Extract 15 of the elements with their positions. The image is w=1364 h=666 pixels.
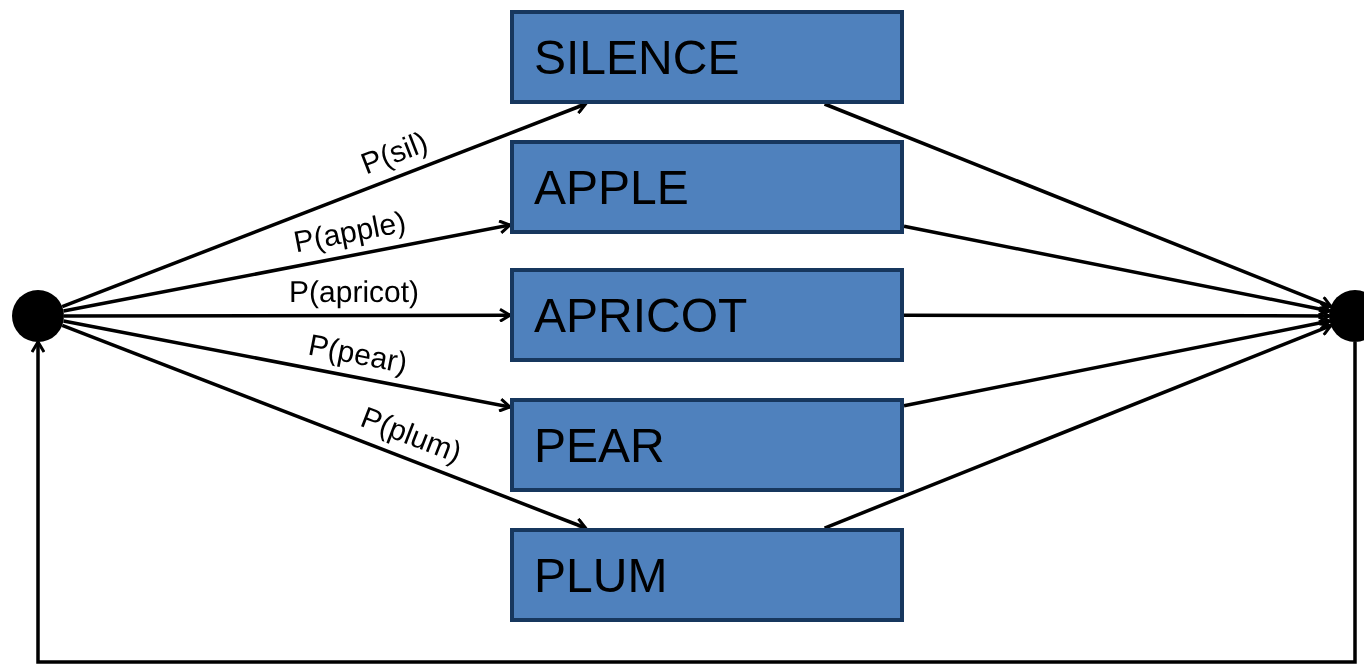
arrow [30, 340, 1357, 664]
word-box: APRICOT [510, 268, 904, 362]
arrow [63, 319, 512, 413]
word-box: SILENCE [510, 10, 904, 104]
word-box: APPLE [510, 140, 904, 234]
arrow [903, 315, 1331, 408]
word-box: PEAR [510, 398, 904, 492]
arrow [64, 307, 512, 323]
state-dot [12, 290, 64, 342]
arrow [823, 322, 1333, 530]
arrow [63, 219, 512, 313]
arrow [903, 224, 1331, 317]
arrow [823, 102, 1333, 310]
arrow [904, 308, 1331, 324]
word-box: PLUM [510, 528, 904, 622]
